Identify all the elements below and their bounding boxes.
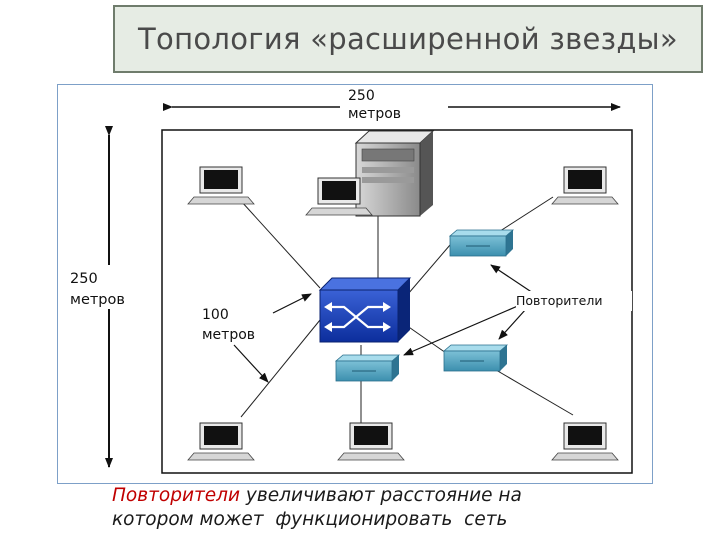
diagram-canvas: 250 метров 250 метров 100 метров Повтори… (68, 88, 633, 474)
height-dimension: 250 метров (68, 126, 156, 468)
computer-icon-bottom-center (337, 422, 405, 461)
computer-icon-top-left (187, 166, 255, 205)
segment-arrow-down (233, 344, 269, 383)
computer-icon-server (305, 177, 373, 216)
caption-highlight: Повторители (112, 485, 241, 506)
repeater-arrow-top (490, 264, 534, 294)
segment-arrow-up (272, 293, 312, 314)
caption: Повторители увеличивают расстояние на ко… (112, 484, 672, 532)
switch-icon (318, 277, 412, 343)
caption-line-1-rest: увеличивают расстояние на (240, 485, 522, 506)
slide-title: Топология «расширенной звезды» (138, 22, 678, 56)
width-label-value: 250 (348, 88, 375, 104)
height-label-value: 250 (70, 271, 98, 287)
width-label-unit: метров (348, 106, 401, 122)
network-diagram: 250 метров 250 метров 100 метров Повтори… (57, 84, 653, 484)
repeater-icon-bottom (334, 354, 401, 382)
computer-icon-bottom-right (551, 422, 619, 461)
caption-line-2: котором может функционировать сеть (112, 509, 508, 530)
slide-title-box: Топология «расширенной звезды» (113, 5, 703, 73)
repeater-icon-right (442, 344, 509, 372)
repeater-arrow-left (403, 304, 521, 356)
width-dimension: 250 метров (163, 88, 621, 122)
repeater-icon-top (448, 229, 515, 257)
height-label-unit: метров (70, 292, 125, 308)
computer-icon-bottom-left (187, 422, 255, 461)
repeater-arrow-right (498, 308, 527, 340)
server-icon (354, 130, 435, 217)
segment-label-value: 100 (202, 307, 229, 323)
segment-label-unit: метров (202, 327, 255, 343)
repeaters-label: Повторители (516, 293, 603, 308)
caption-line-1: Повторители увеличивают расстояние на (112, 484, 672, 508)
repeaters-callout: Повторители (403, 264, 632, 356)
computer-icon-top-right (551, 166, 619, 205)
segment-dimension: 100 метров (202, 293, 312, 383)
